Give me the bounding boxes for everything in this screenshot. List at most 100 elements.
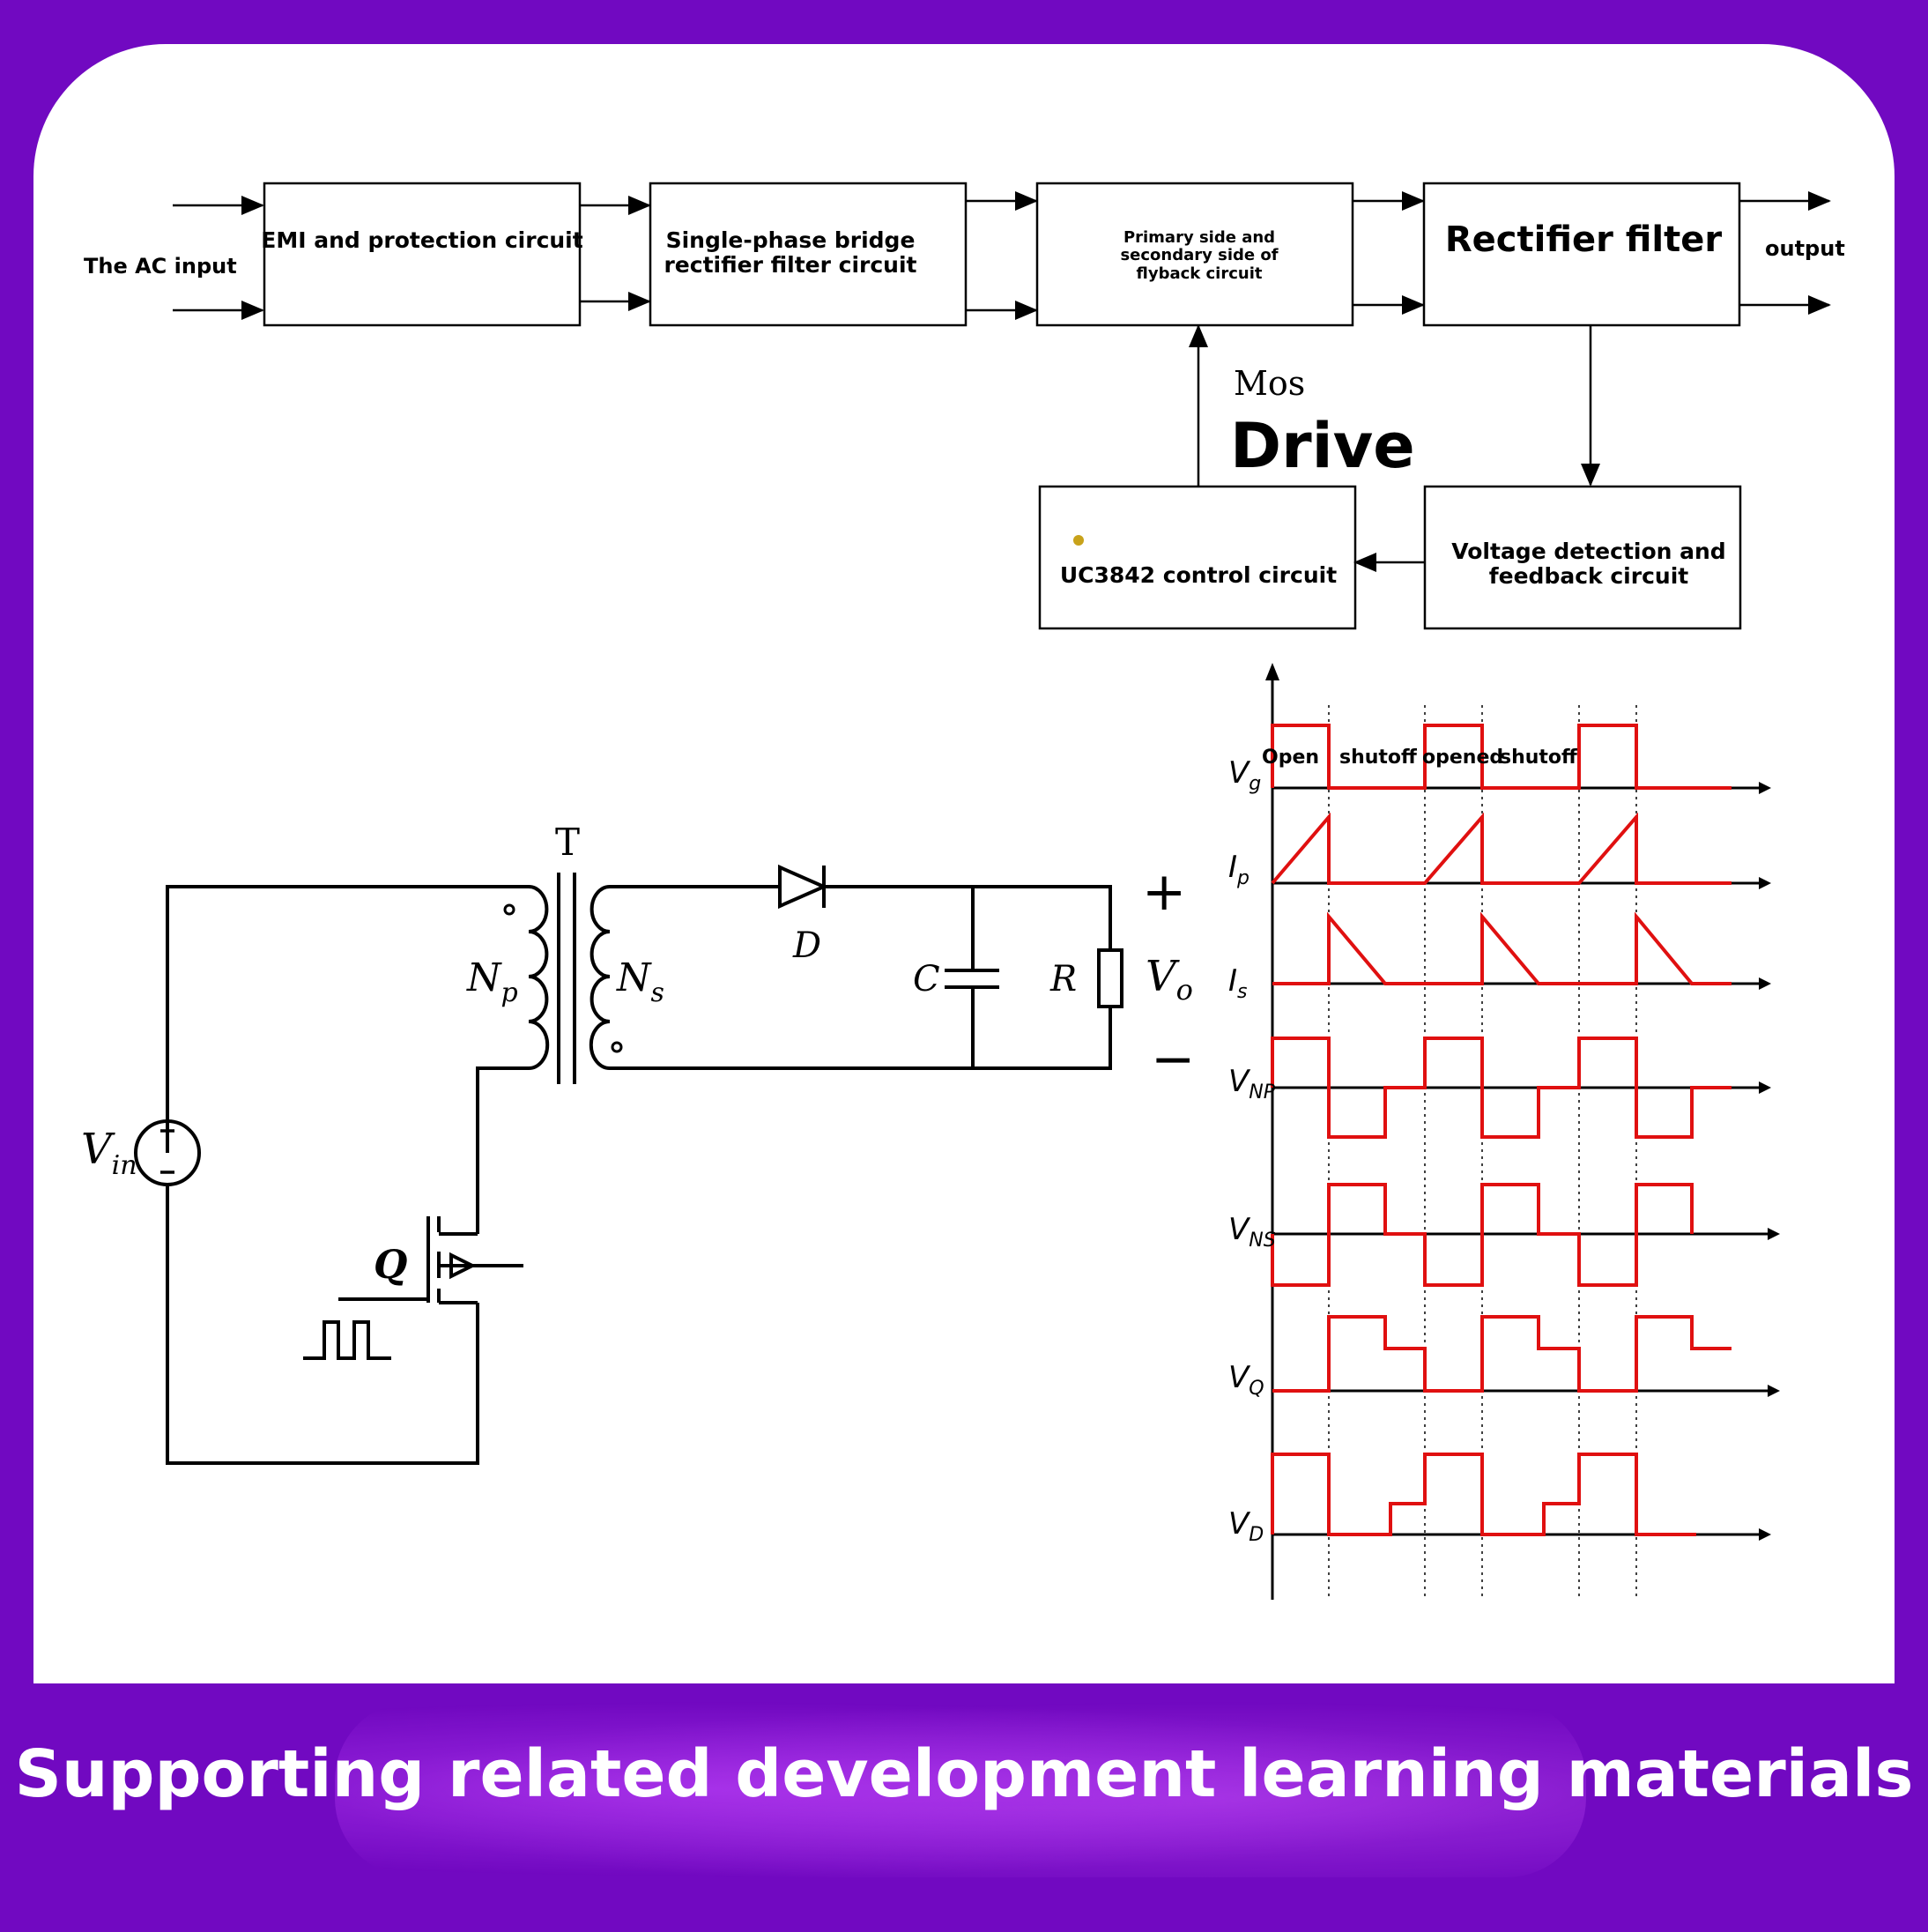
switch-label: Q [374,1243,407,1288]
input-label: The AC input [84,254,237,279]
flyback-circuit [134,864,1123,1465]
input-voltage-label: Vin [81,1125,137,1181]
mos-label: Mos [1234,364,1305,403]
wire-output-bottom [610,1007,1112,1070]
signal-label-3: VNP [1228,1064,1276,1103]
signal-label-sub-2: s [1237,981,1247,1003]
secondary-coil [589,885,611,1070]
mosfet-arrow [449,1252,477,1280]
bridge-label-line2: rectifier filter circuit [664,252,916,278]
waveform-trace-5 [1272,1315,1731,1393]
output-voltage-label: Vo [1146,952,1193,1007]
rectifier-block [1422,182,1741,327]
emi-block [263,182,582,327]
secondary-label-base: N [616,955,652,1000]
bridge-block [649,182,968,327]
polarity-dots [503,903,623,1053]
rectifier-label: Rectifier filter [1445,219,1723,260]
transformer-label: T [555,821,580,864]
waveform-trace-2 [1272,911,1731,985]
drive-label: Drive [1230,410,1415,482]
primary-label-sub: p [501,977,518,1008]
signal-label-sub-6: D [1249,1524,1264,1546]
baseline-arrow-4 [1768,1228,1780,1240]
footer-glow [335,1701,1586,1877]
waveform-trace-0 [1271,724,1731,790]
circuit-labels: T Np Ns D C R Vo + − Vin Q [81,821,1195,1288]
primary-coil [528,885,550,1070]
baseline-arrow-1 [1759,877,1771,889]
wire-output-top [824,885,1112,950]
signal-label-5: VQ [1228,1360,1264,1400]
control-block [1038,485,1357,630]
output-minus: − [1151,1029,1195,1090]
input-voltage-base: V [81,1125,115,1174]
resistor-body [1097,948,1123,1008]
signal-label-base-1: I [1228,850,1237,885]
control-label: UC3842 control circuit [1060,562,1337,588]
waveform-trace-3 [1271,1037,1731,1139]
primary-label-base: N [466,955,502,1000]
signal-label-2: Is [1228,963,1248,1003]
signal-label-base-3: V [1228,1064,1251,1099]
baseline-arrow-5 [1768,1385,1780,1397]
waveform-trace-1 [1271,812,1731,885]
feedback-label-line2: feedback circuit [1489,563,1689,589]
secondary-dot [611,1041,623,1053]
phase-label-1: shutoff [1339,747,1418,769]
waveform-trace-6 [1271,1453,1696,1536]
resistor-label: R [1049,959,1077,999]
wire-bottom-left [166,1186,479,1465]
time-axis-arrow [1265,663,1279,680]
wire-top-left [166,885,529,1153]
content-panel [33,44,1895,1683]
flyback-label-line3: flyback circuit [1137,264,1263,283]
wire-primary-bottom [476,1066,529,1234]
diode-label: D [792,925,821,966]
signal-label-base-4: V [1228,1212,1251,1247]
output-voltage-sub: o [1176,973,1193,1007]
bridge-label-line1: Single-phase bridge [666,227,916,253]
feedback-block [1423,485,1742,630]
signal-label-sub-3: NP [1249,1081,1275,1103]
flyback-label-line2: secondary side of [1120,246,1278,264]
emi-label: EMI and protection circuit [261,227,582,253]
baseline-arrow-2 [1759,977,1771,990]
signal-label-base-0: V [1228,755,1251,791]
input-voltage-sub: in [112,1150,137,1181]
secondary-label: Ns [616,955,664,1008]
signal-label-base-5: V [1228,1360,1251,1395]
diode-body [778,864,828,910]
capacitor-label: C [913,959,940,999]
signal-label-1: Ip [1228,850,1249,889]
phase-label-3: shutoff [1500,747,1578,769]
signal-label-sub-5: Q [1249,1378,1264,1400]
primary-label: Np [466,955,518,1008]
signal-label-sub-1: p [1236,867,1249,889]
footer-caption: Supporting related development learning … [14,1736,1914,1812]
gate-pulse-icon [303,1320,391,1360]
signal-label-6: VD [1228,1506,1264,1546]
source-signs [160,1124,174,1174]
block-diagram [173,182,1831,630]
baseline-arrow-3 [1759,1081,1771,1094]
signal-label-sub-0: g [1249,773,1261,795]
voltage-source [134,1119,201,1186]
phase-label-0: Open [1262,747,1319,769]
feedback-label-line1: Voltage detection and [1451,539,1725,564]
phase-label-2: opened [1422,747,1503,769]
signal-label-sub-4: NS [1249,1230,1275,1252]
flyback-label-line1: Primary side and [1123,228,1275,247]
block-diagram-labels: The AC input output EMI and protection c… [84,219,1845,589]
secondary-label-sub: s [651,977,664,1008]
output-plus: + [1142,861,1186,923]
indicator-dot [1073,535,1084,546]
waveform-trace-4 [1271,1183,1694,1287]
signal-label-4: VNS [1228,1212,1276,1252]
signal-label-base-2: I [1228,963,1237,999]
output-label: output [1765,236,1845,261]
signal-label-base-6: V [1228,1506,1251,1542]
